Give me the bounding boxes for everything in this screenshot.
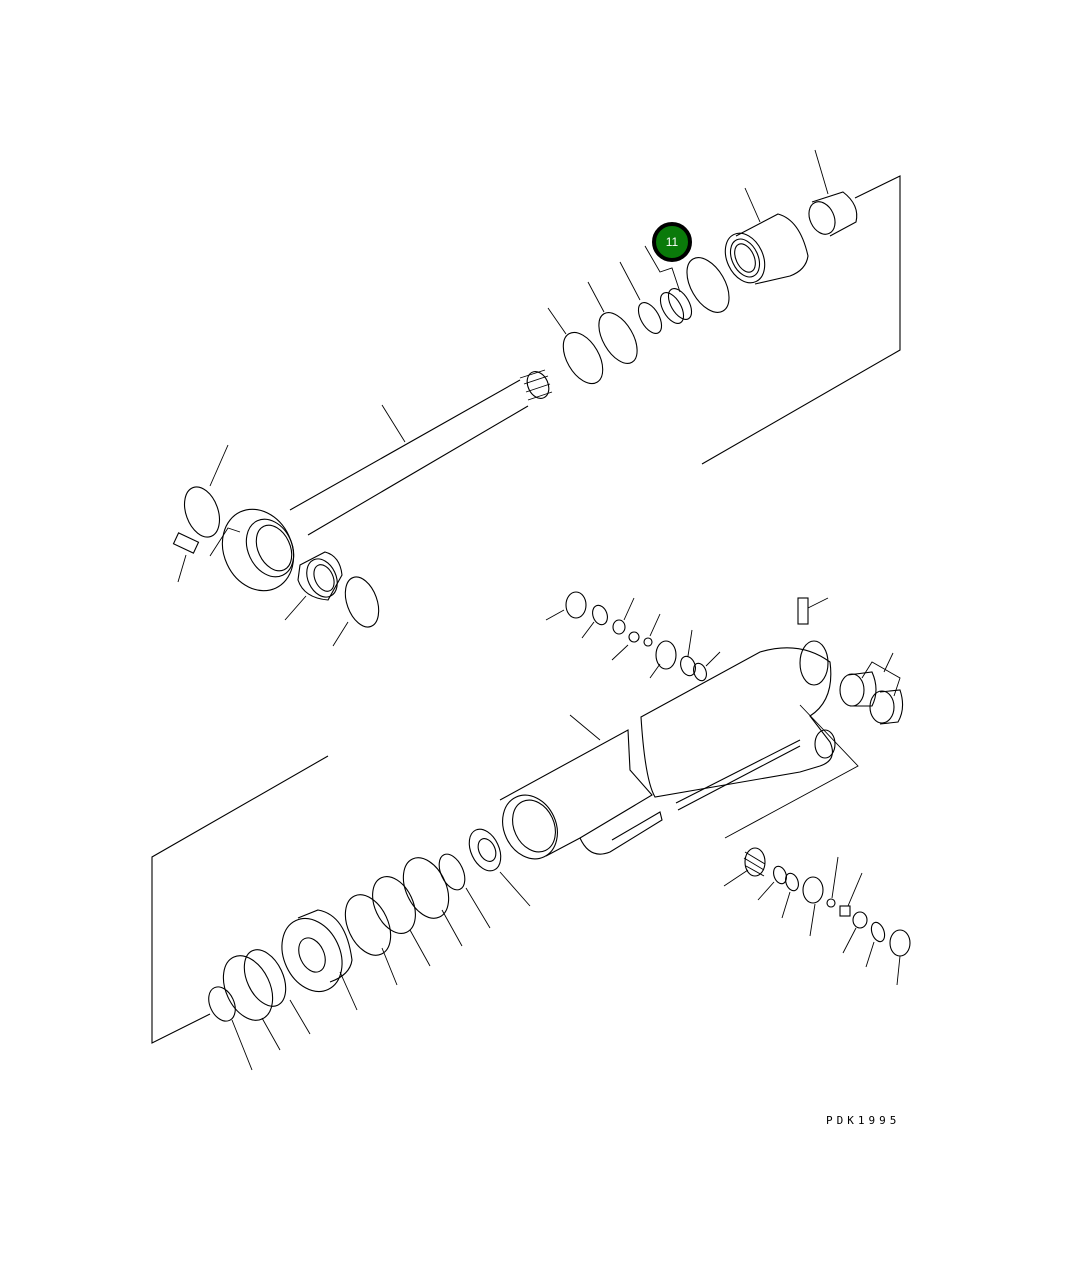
head-group-frame: [701, 175, 901, 465]
snap-ring-rod-2: [344, 576, 380, 628]
snap-ring-head: [562, 331, 604, 385]
valve-assembly-bottom: [723, 847, 911, 986]
valve-assembly-top: [545, 591, 721, 682]
grease-fitting-rod: [172, 527, 241, 583]
o-ring-large: [686, 257, 730, 313]
piston-rod: [221, 369, 553, 592]
cylinder-tube: [499, 640, 859, 860]
drawing-code: PDK1995: [826, 1114, 901, 1127]
bushing-top: [808, 149, 858, 237]
tube-bushings: [839, 652, 904, 725]
bushing-rod: [284, 551, 343, 621]
grease-fitting-tube: [797, 597, 829, 625]
seal-set: [644, 245, 693, 324]
ring-small: [637, 302, 663, 334]
piston-group-frame: [151, 755, 329, 1044]
piston-assembly: [208, 828, 531, 1071]
ring-medium: [598, 312, 638, 364]
snap-ring-rod: [183, 486, 221, 538]
callout-badge-11[interactable]: 11: [652, 222, 692, 262]
callout-label: 11: [665, 235, 679, 249]
cylinder-head: [724, 187, 809, 285]
